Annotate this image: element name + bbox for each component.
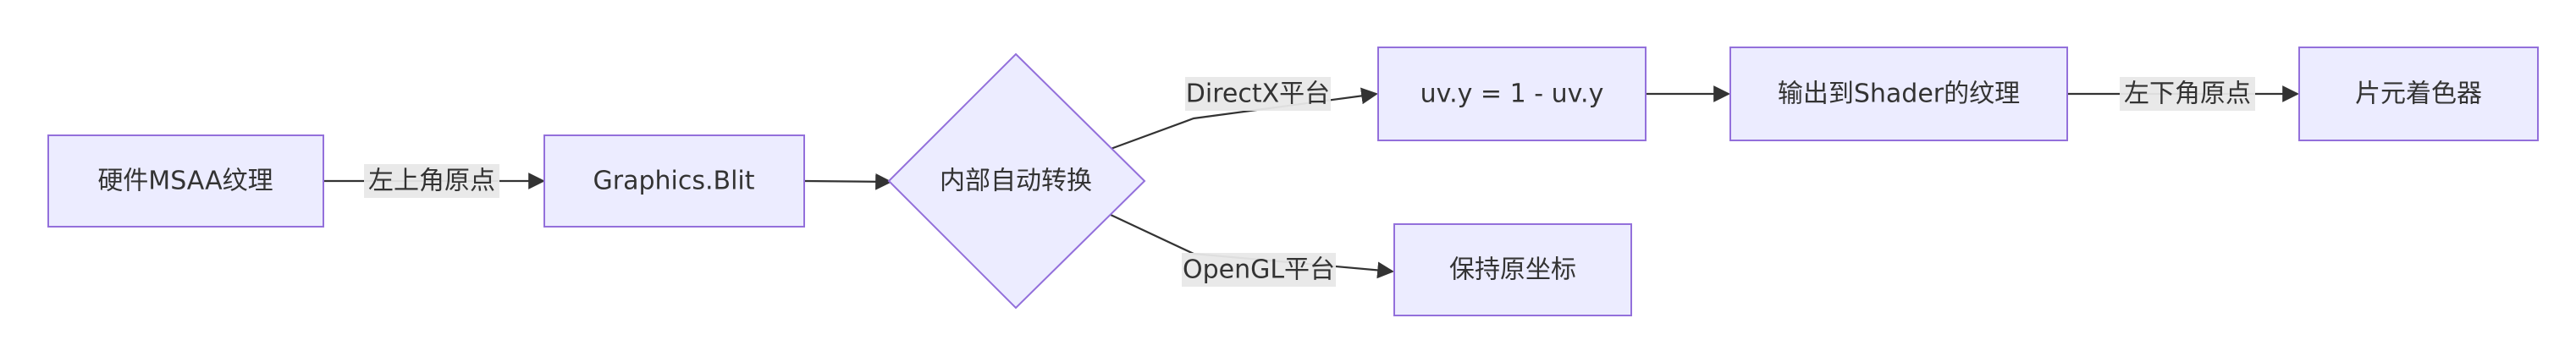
node-blit-box <box>543 134 805 228</box>
node-keep: 保持原坐标 <box>1393 223 1632 316</box>
node-uvflip-box <box>1377 47 1647 141</box>
edge-label-output-fragment: 左下角原点 <box>2124 80 2251 109</box>
node-fragment: 片元着色器 <box>2298 47 2539 141</box>
node-blit: Graphics.Blit <box>543 134 805 228</box>
node-convert-label: 内部自动转换 <box>940 167 1092 196</box>
node-convert-decision: 内部自动转换 <box>887 52 1146 310</box>
node-blit-label: Graphics.Blit <box>593 167 754 196</box>
edge-blit-to-convert <box>803 173 892 190</box>
node-output: 输出到Shader的纹理 <box>1729 47 2068 141</box>
node-msaa: 硬件MSAA纹理 <box>47 134 324 228</box>
edge-label-bg <box>1182 253 1336 287</box>
node-msaa-box <box>47 134 324 228</box>
node-keep-label: 保持原坐标 <box>1449 255 1576 285</box>
edge-label-bg <box>364 164 499 198</box>
node-output-box <box>1729 47 2068 141</box>
edge-label-directx: DirectX平台 <box>1186 80 1330 109</box>
node-msaa-label: 硬件MSAA纹理 <box>97 167 273 196</box>
node-output-label: 输出到Shader的纹理 <box>1778 80 2020 109</box>
node-convert-diamond <box>887 52 1146 310</box>
edge-label-bg <box>1185 77 1331 111</box>
node-fragment-box <box>2298 47 2539 141</box>
node-uvflip: uv.y = 1 - uv.y <box>1377 47 1647 141</box>
edge-labels: 左上角原点 DirectX平台 OpenGL平台 左下角原点 <box>364 77 2255 287</box>
edge-label-msaa-blit: 左上角原点 <box>368 167 495 196</box>
edge-label-opengl: OpenGL平台 <box>1183 255 1335 285</box>
edge-label-bg <box>2120 77 2255 111</box>
node-uvflip-label: uv.y = 1 - uv.y <box>1420 80 1604 109</box>
node-fragment-label: 片元着色器 <box>2355 80 2482 109</box>
node-keep-box <box>1393 223 1632 316</box>
